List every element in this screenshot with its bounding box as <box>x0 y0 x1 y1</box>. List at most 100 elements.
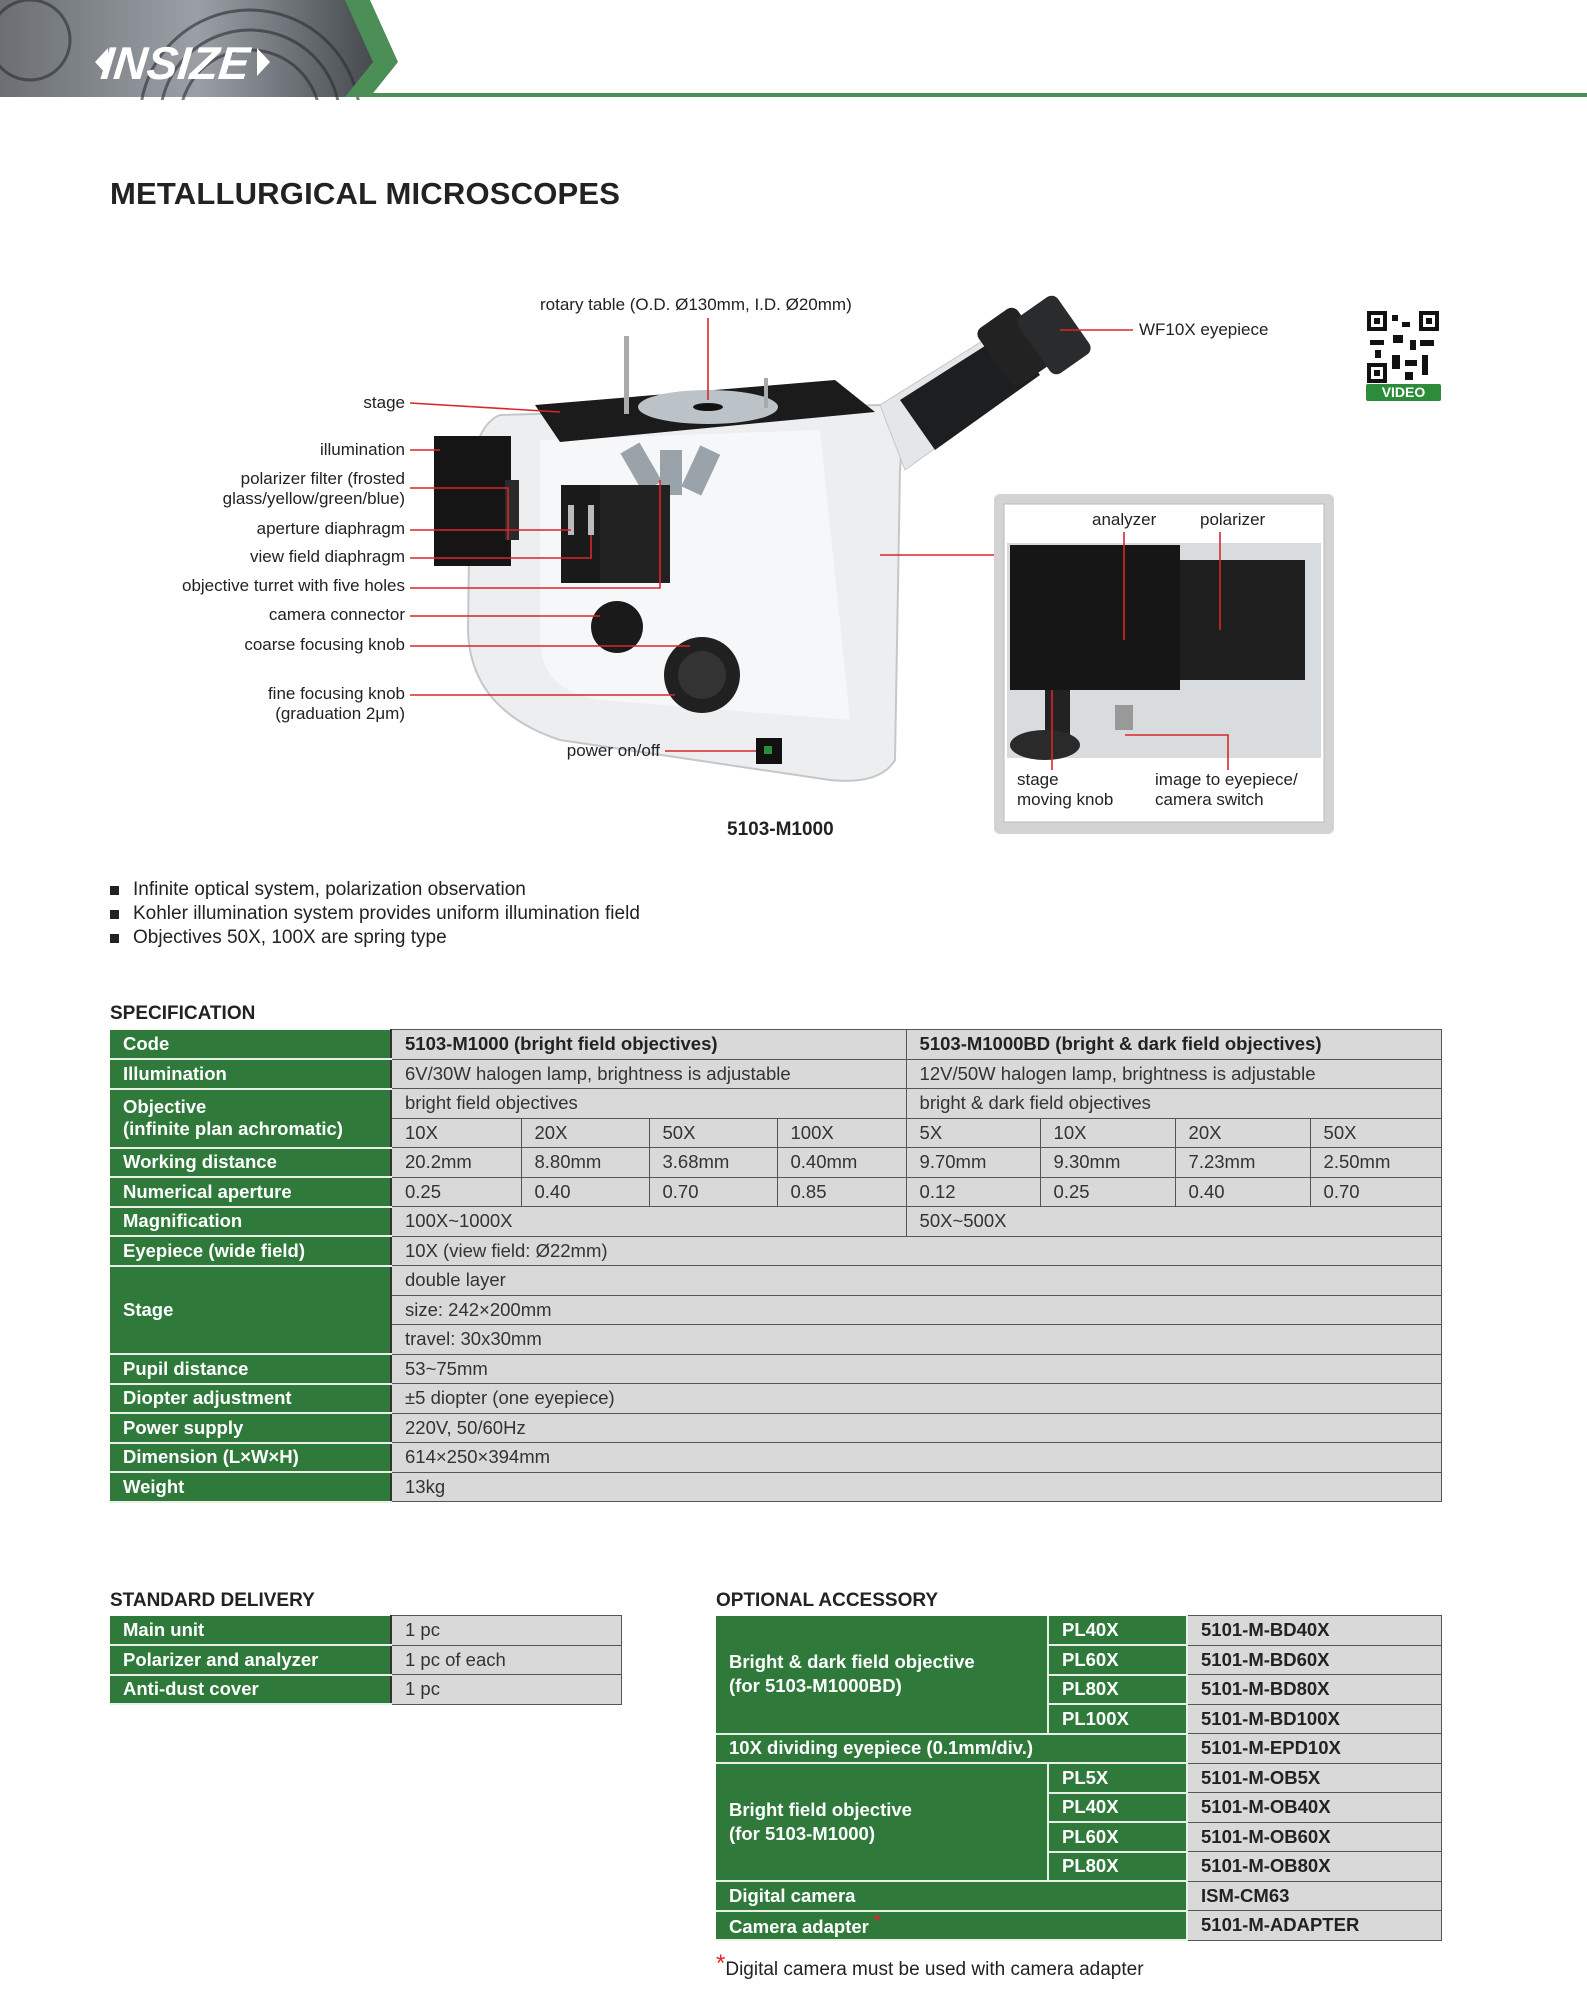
model-cell: PL40X <box>1048 1615 1188 1646</box>
table-row: Bright field objective(for 5103-M1000)PL… <box>716 1762 1442 1882</box>
label-view-field: view field diaphragm <box>250 547 405 566</box>
cell: 0.40 <box>520 1176 650 1207</box>
label-line: stage <box>1017 770 1059 789</box>
row-label: Code <box>110 1029 392 1060</box>
row-label: Objective(infinite plan achromatic) <box>110 1088 392 1149</box>
label-rotary-table: rotary table (O.D. Ø130mm, I.D. Ø20mm) <box>540 295 852 314</box>
label-line: image to eyepiece/ <box>1155 770 1298 789</box>
model-cell: PL5X <box>1048 1763 1188 1794</box>
cell: 50X <box>1309 1117 1442 1148</box>
label-line: glass/yellow/green/blue) <box>222 489 405 508</box>
table-row: Eyepiece (wide field)10X (view field: Ø2… <box>110 1235 1442 1267</box>
label-line: Bright & dark field objective <box>729 1651 975 1672</box>
row-label: Numerical aperture <box>110 1177 392 1208</box>
cell: 20.2mm <box>390 1147 522 1178</box>
table-row: size: 242×200mm <box>110 1294 1442 1325</box>
label-eyepiece: WF10X eyepiece <box>1139 320 1269 339</box>
cell: 10X (view field: Ø22mm) <box>390 1235 1442 1266</box>
header-banner: INSIZE <box>0 0 1587 100</box>
label-analyzer: analyzer <box>1092 510 1157 529</box>
label-turret: objective turret with five holes <box>182 576 405 595</box>
standard-delivery-heading: STANDARD DELIVERY <box>110 1590 315 1611</box>
code-cell: 5101-M-OB5X <box>1186 1762 1442 1793</box>
cell: 100X <box>776 1117 907 1148</box>
cell: 12V/50W halogen lamp, brightness is adju… <box>905 1058 1442 1089</box>
cell: 0.25 <box>390 1176 522 1207</box>
label-line: camera switch <box>1155 790 1264 809</box>
model-cell: PL60X <box>1048 1645 1188 1676</box>
page-title: METALLURGICAL MICROSCOPES <box>110 176 621 211</box>
label-line: (for 5103-M1000) <box>729 1823 876 1844</box>
optional-accessory-heading: OPTIONAL ACCESSORY <box>716 1590 939 1611</box>
footnote: *Digital camera must be used with camera… <box>716 1950 1144 1981</box>
feature-item: Infinite optical system, polarization ob… <box>110 879 526 901</box>
code-cell: 5101-M-BD100X <box>1186 1703 1442 1734</box>
table-row: Objective(infinite plan achromatic) brigh… <box>110 1088 1442 1149</box>
cell: 6V/30W halogen lamp, brightness is adjus… <box>390 1058 907 1089</box>
footnote-text: Digital camera must be used with camera … <box>725 1959 1144 1980</box>
row-label: Bright & dark field objective(for 5103-M… <box>716 1615 1049 1735</box>
code-cell: 5101-M-OB40X <box>1186 1792 1442 1823</box>
cell: 50X~500X <box>905 1206 1442 1237</box>
label-line: Bright field objective <box>729 1799 912 1820</box>
code-cell: 5101-M-OB60X <box>1186 1821 1442 1852</box>
feature-text: Kohler illumination system provides unif… <box>133 903 640 924</box>
row-label: Stage <box>110 1265 392 1355</box>
feature-text: Infinite optical system, polarization ob… <box>133 879 526 900</box>
cell: 0.70 <box>1309 1176 1442 1207</box>
feature-item: Kohler illumination system provides unif… <box>110 903 640 925</box>
cell: ±5 diopter (one eyepiece) <box>390 1383 1442 1414</box>
spec-heading: SPECIFICATION <box>110 1003 256 1024</box>
cell: 9.70mm <box>905 1147 1041 1178</box>
cell: 0.12 <box>905 1176 1041 1207</box>
cell: bright & dark field objectives <box>905 1088 1442 1119</box>
label-text: Camera adapter <box>729 1915 869 1937</box>
label-illumination: illumination <box>319 440 405 459</box>
row-label: Anti-dust cover <box>110 1674 392 1705</box>
code-cell: 5101-M-BD80X <box>1186 1674 1442 1705</box>
table-row: travel: 30x30mm <box>110 1324 1442 1355</box>
illumination-housing <box>434 436 511 566</box>
code-cell: 5101-M-ADAPTER <box>1186 1910 1442 1941</box>
cell: 0.85 <box>776 1176 907 1207</box>
cell: 0.40mm <box>776 1147 907 1178</box>
model-caption: 5103-M1000 <box>727 819 834 840</box>
row-label: Power supply <box>110 1413 392 1444</box>
cell: 1 pc of each <box>390 1644 622 1675</box>
qr-code[interactable] <box>1366 310 1441 401</box>
cell: 3.68mm <box>648 1147 778 1178</box>
cell: 1 pc <box>390 1615 622 1646</box>
label-line: (infinite plan achromatic) <box>123 1118 343 1139</box>
row-label: Weight <box>110 1472 392 1503</box>
row-label: Dimension (L×W×H) <box>110 1442 392 1473</box>
row-label: Main unit <box>110 1615 392 1646</box>
cell: 13kg <box>390 1471 1442 1502</box>
row-label: 10X dividing eyepiece (0.1mm/div.) <box>716 1733 1188 1764</box>
label-polarizer: polarizer <box>1200 510 1266 529</box>
table-row: Dimension (L×W×H)614×250×394mm <box>110 1442 1442 1473</box>
cell: 614×250×394mm <box>390 1442 1442 1473</box>
feature-text: Objectives 50X, 100X are spring type <box>133 927 447 948</box>
row-label: Digital camera <box>716 1881 1188 1912</box>
row-label: Illumination <box>110 1059 392 1090</box>
cell: 5X <box>905 1117 1041 1148</box>
asterisk-icon: * <box>873 1912 881 1930</box>
cell: 0.40 <box>1174 1176 1311 1207</box>
cell: 5103-M1000 (bright field objectives) <box>390 1029 907 1060</box>
